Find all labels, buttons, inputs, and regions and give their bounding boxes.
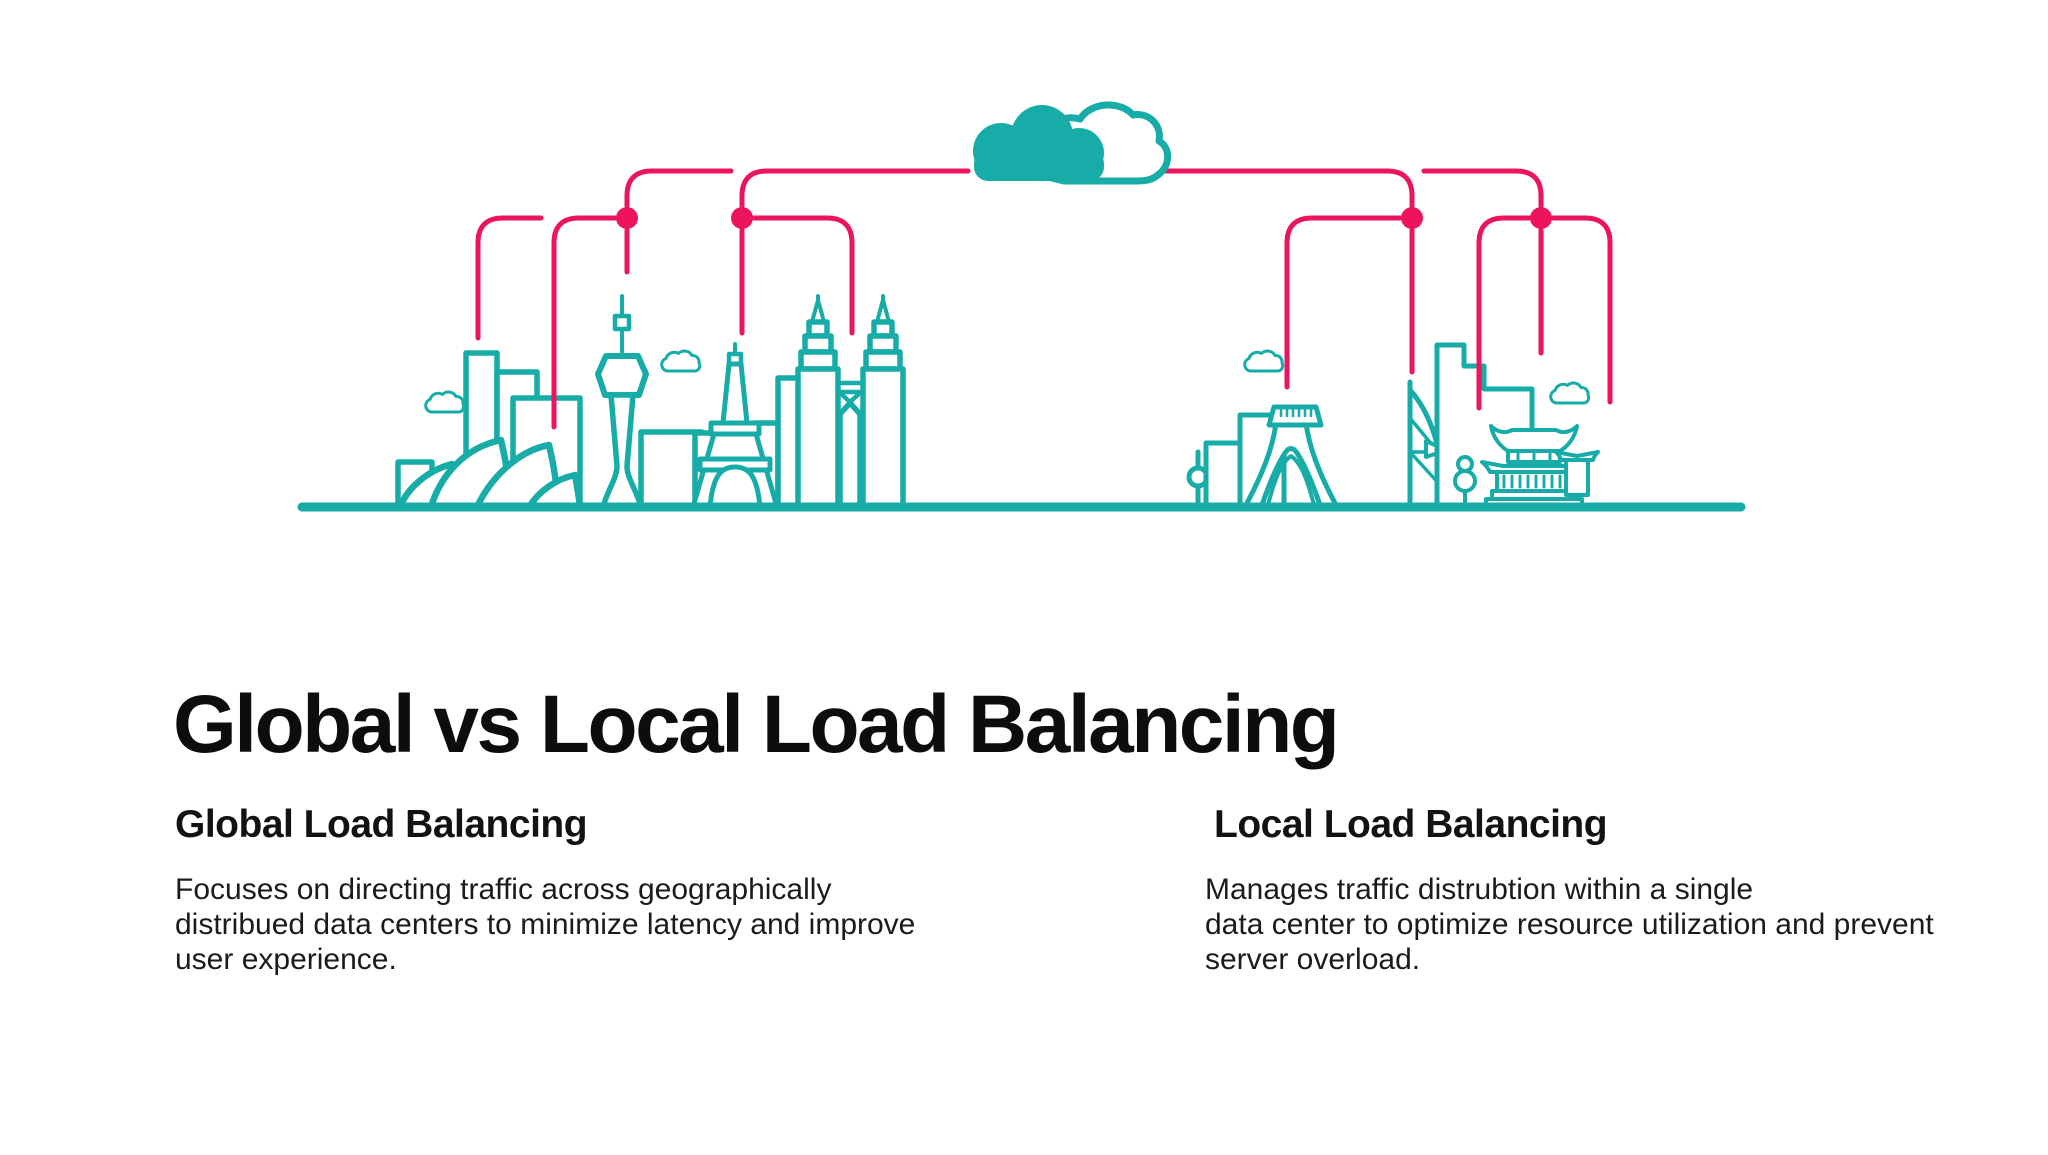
network-node-dot <box>731 207 753 229</box>
eiffel-tower-icon <box>690 342 780 510</box>
global-heading: Global Load Balancing <box>175 803 588 846</box>
mini-cloud-icon <box>1549 381 1591 405</box>
local-heading: Local Load Balancing <box>1214 803 1608 846</box>
azadi-tower-icon <box>1243 404 1339 508</box>
load-balancing-illustration <box>297 101 1746 512</box>
petronas-towers-icon <box>795 294 906 510</box>
connector-lines-left <box>475 168 971 430</box>
global-load-balancing-column: Global Load Balancing Focuses on directi… <box>175 803 1075 977</box>
chinese-temple-icon <box>1480 424 1600 509</box>
local-load-balancing-column: Local Load Balancing Manages traffic dis… <box>1205 803 2048 977</box>
cloud-front-solid <box>973 105 1104 181</box>
mini-cloud-icon <box>424 390 466 414</box>
sydney-opera-house-icon <box>396 436 584 511</box>
mini-cloud-icon <box>660 349 702 373</box>
mini-cloud-icon <box>1243 349 1285 373</box>
network-node-dot <box>1530 207 1552 229</box>
skyline-right-illustration <box>1186 342 1600 510</box>
network-node-dot <box>616 207 638 229</box>
global-description: Focuses on directing traffic across geog… <box>175 872 916 976</box>
connector-lines-right <box>1155 168 1613 411</box>
topiary-icon <box>1453 455 1477 509</box>
network-node-dot <box>1401 207 1423 229</box>
connector-network <box>475 168 1613 430</box>
cloud-icon <box>973 101 1172 185</box>
skyline-left-illustration <box>395 294 906 511</box>
page-title: Global vs Local Load Balancing <box>173 678 1340 770</box>
local-description: Manages traffic distrubtion within a sin… <box>1205 872 1934 976</box>
